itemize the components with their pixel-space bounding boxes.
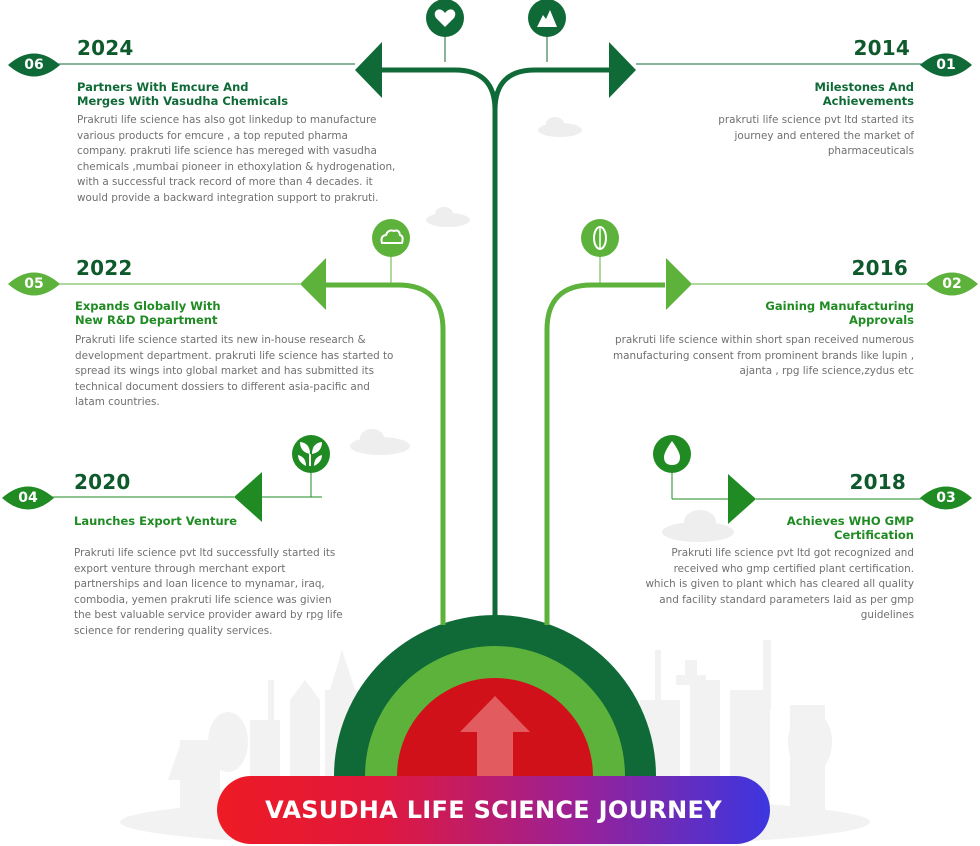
title-line: Gaining Manufacturing	[765, 299, 914, 313]
milestone-badge-05: 05	[24, 276, 44, 292]
description-line: latam countries.	[75, 396, 160, 408]
description-line: Prakruti life science has also got linke…	[77, 114, 377, 126]
title-line: Partners With Emcure And	[77, 80, 249, 94]
milestone-title: Launches Export Venture	[74, 514, 237, 528]
title-line: Milestones And	[814, 80, 914, 94]
milestone-description: prakruti life science within short span …	[613, 333, 914, 380]
description-line: and facility standard parameters laid as…	[659, 593, 914, 606]
capsule-icon	[593, 226, 607, 250]
description-line: received who gmp certified plant certifi…	[673, 562, 914, 575]
milestone-title: Gaining Manufacturing Approvals	[765, 299, 914, 327]
badge-leaf-03	[920, 486, 972, 510]
description-line: would provide a backward integration sup…	[77, 191, 379, 204]
description-line: company. prakruti life science has mereg…	[77, 145, 377, 157]
milestone-year: 2022	[76, 256, 133, 280]
milestone-description: prakruti life science pvt ltd started it…	[718, 113, 914, 160]
title-line: Expands Globally With	[75, 299, 221, 313]
mountain-icon	[537, 10, 557, 27]
title-line: New R&D Department	[75, 313, 218, 327]
description-line: combodia, yemen prakruti life science wa…	[74, 593, 332, 606]
description-line: Prakruti life science started its new in…	[75, 334, 366, 346]
badge-leaf-04	[2, 486, 54, 510]
description-line: Prakruti life science pvt ltd got recogn…	[671, 547, 914, 559]
description-line: science for rendering quality services.	[74, 624, 273, 637]
badge-leaf-05	[8, 272, 60, 296]
description-line: spread its wings into global market and …	[75, 365, 374, 377]
description-line: chemicals ,mumbai pioneer in ethoxylatio…	[77, 160, 396, 173]
milestone-year: 2024	[77, 36, 134, 60]
milestone-title: Expands Globally With New R&D Department	[75, 299, 221, 327]
badge-leaf-01	[920, 53, 972, 77]
milestone-badge-02: 02	[942, 276, 962, 292]
description-line: ajanta , rpg life science,zydus etc	[739, 365, 914, 377]
description-line: Prakruti life science pvt ltd successful…	[74, 547, 336, 559]
banner-title: VASUDHA LIFE SCIENCE JOURNEY	[265, 796, 722, 824]
description-line: which is given to plant which has cleare…	[645, 578, 914, 590]
description-line: the best valuable service provider award…	[74, 609, 343, 621]
description-line: manufacturing consent from prominent bra…	[613, 349, 914, 362]
badge-leaf-02	[926, 272, 978, 296]
description-line: export venture through merchant export	[74, 562, 286, 575]
milestone-year: 2020	[74, 470, 131, 494]
milestone-badge-04: 04	[18, 490, 38, 506]
description-line: prakruti life science pvt ltd started it…	[718, 114, 914, 126]
milestone-description: Prakruti life science pvt ltd got recogn…	[645, 546, 914, 624]
description-line: with a successful track record of more t…	[77, 176, 373, 188]
background-clouds	[350, 117, 734, 542]
title-line: Approvals	[849, 313, 914, 327]
milestone-year: 2016	[851, 256, 908, 280]
growth-arrow	[460, 696, 530, 776]
milestone-description: Prakruti life science started its new in…	[75, 333, 393, 411]
milestone-description: Prakruti life science pvt ltd successful…	[74, 546, 343, 639]
description-line: guidelines	[860, 609, 914, 621]
milestone-badge-01: 01	[936, 57, 956, 73]
description-line: various products for emcure , a top repu…	[77, 129, 348, 142]
title-line: Achievements	[822, 94, 914, 108]
description-line: prakruti life science within short span …	[615, 334, 914, 346]
badge-leaf-06	[8, 53, 60, 77]
milestone-badge-03: 03	[936, 490, 956, 506]
title-line: Achieves WHO GMP	[786, 514, 914, 528]
description-line: development department. prakruti life sc…	[75, 349, 394, 362]
heart-icon	[434, 9, 456, 27]
description-line: technical document dossiers to different…	[75, 380, 370, 393]
milestone-year: 2014	[853, 36, 910, 60]
description-line: journey and entered the market of	[734, 129, 914, 142]
cloud-icon	[380, 229, 404, 244]
milestone-year: 2018	[849, 470, 906, 494]
milestone-title: Milestones And Achievements	[814, 80, 914, 108]
milestone-title: Partners With Emcure And Merges With Vas…	[77, 80, 288, 108]
description-line: pharmaceuticals	[827, 145, 914, 157]
sprout-icon	[298, 442, 322, 466]
milestone-badge-06: 06	[24, 57, 44, 73]
milestone-title: Achieves WHO GMP Certification	[787, 514, 914, 542]
water-drop-icon	[664, 441, 680, 465]
title-line: Merges With Vasudha Chemicals	[77, 94, 289, 108]
title-line: Launches Export Venture	[74, 514, 238, 528]
title-line: Certification	[834, 528, 914, 542]
description-line: partnerships and loan licence to mynamar…	[74, 578, 325, 590]
milestone-description: Prakruti life science has also got linke…	[77, 113, 395, 206]
journey-banner: VASUDHA LIFE SCIENCE JOURNEY	[217, 776, 770, 844]
